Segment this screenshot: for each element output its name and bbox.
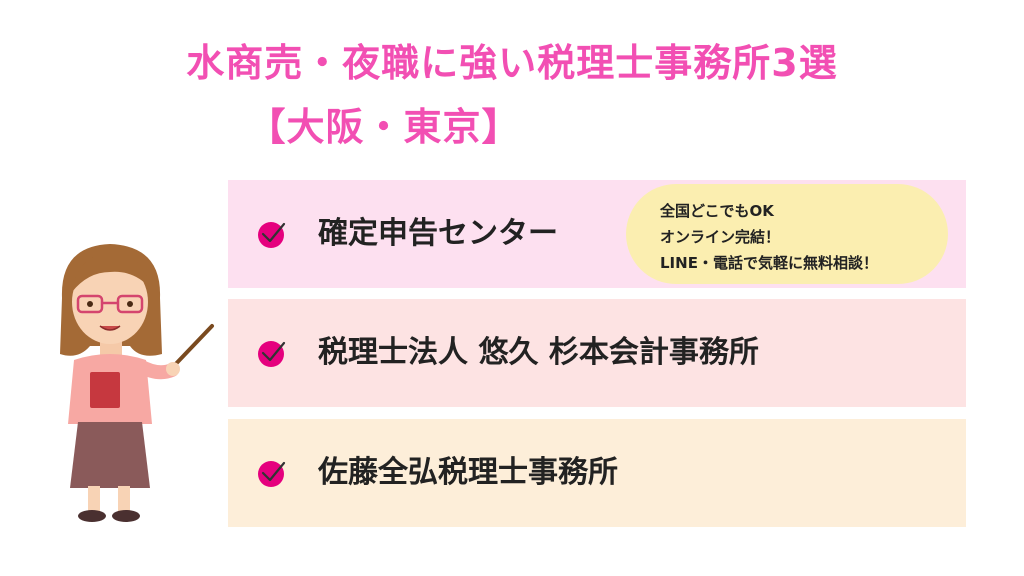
office-name: 佐藤全弘税理士事務所: [318, 455, 618, 490]
teacher-illustration: [60, 244, 214, 522]
office-row-3: 佐藤全弘税理士事務所: [228, 419, 966, 527]
check-circle-icon: [258, 222, 286, 248]
bubble-line: オンライン完結！: [660, 228, 781, 246]
office-name: 税理士法人 悠久 杉本会計事務所: [318, 335, 759, 370]
bubble-line: LINE・電話で気軽に無料相談！: [660, 254, 878, 272]
office-row-1: 確定申告センター 全国どこでもOK オンライン完結！ LINE・電話で気軽に無料…: [228, 180, 966, 288]
feature-bubble: 全国どこでもOK オンライン完結！ LINE・電話で気軽に無料相談！: [626, 184, 948, 284]
page-subtitle: 【大阪・東京】: [247, 105, 521, 149]
page-title: 水商売・夜職に強い税理士事務所3選: [186, 41, 838, 85]
office-row-2: 税理士法人 悠久 杉本会計事務所: [228, 299, 966, 407]
check-circle-icon: [258, 341, 286, 367]
check-circle-icon: [258, 461, 286, 487]
bubble-line: 全国どこでもOK: [660, 202, 774, 220]
office-name: 確定申告センター: [318, 216, 558, 251]
